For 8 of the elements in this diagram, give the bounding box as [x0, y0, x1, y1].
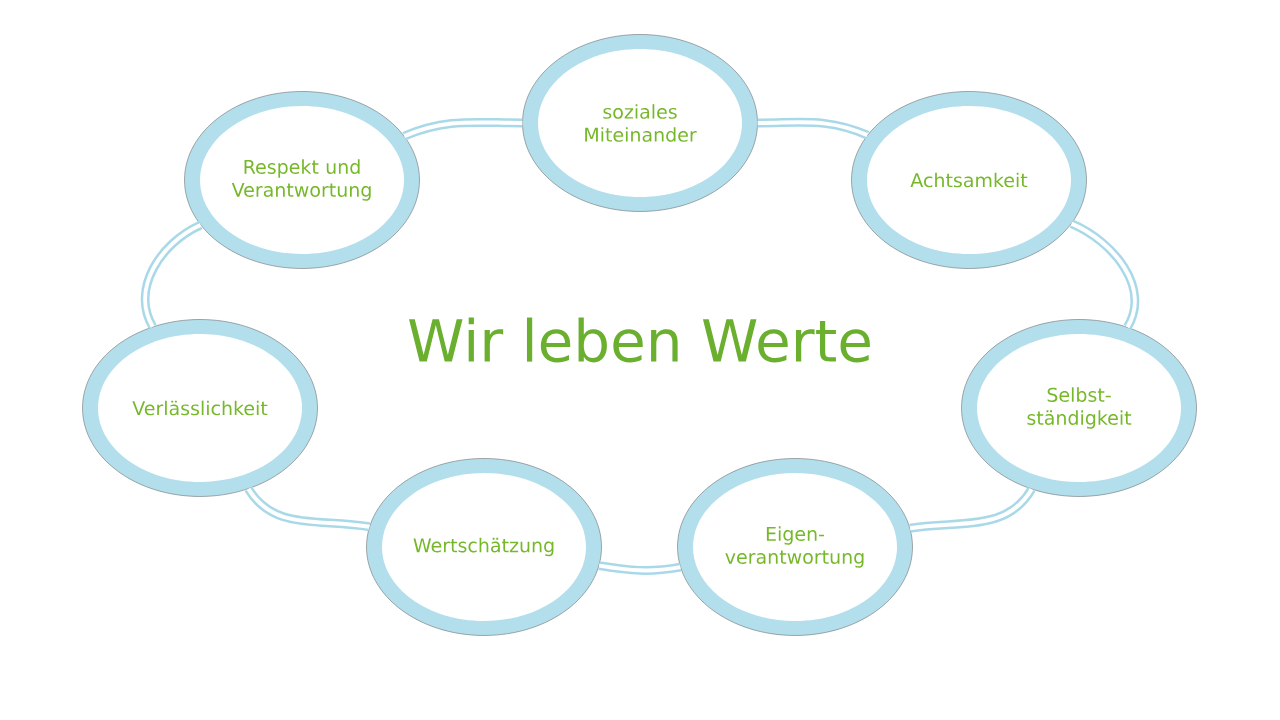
- ring-segment: [402, 117, 523, 141]
- ring-segment: [909, 486, 1036, 533]
- title: Wir leben Werte: [409, 317, 870, 363]
- ring-segment: [140, 221, 203, 329]
- ring-segment: [598, 561, 682, 575]
- ring-segment: [244, 486, 370, 532]
- ring-segment: [757, 117, 870, 140]
- ring-segment: [1069, 219, 1140, 329]
